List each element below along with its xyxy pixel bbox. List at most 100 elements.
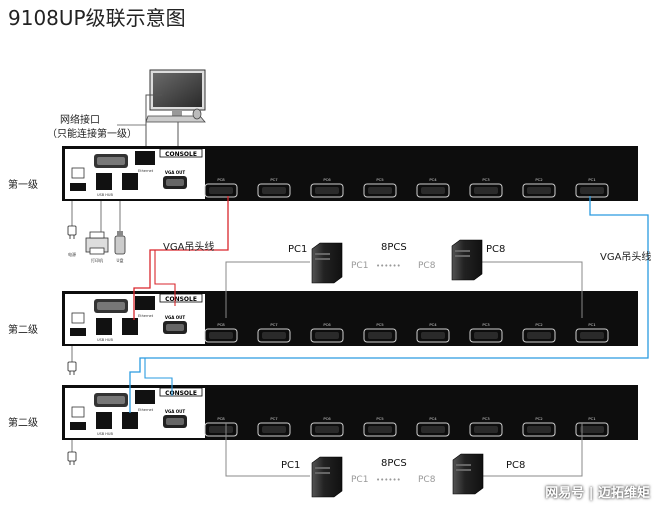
- vga-out-label: VGA OUT: [165, 409, 186, 414]
- vga-cable-label-right: VGA吊头线: [600, 252, 652, 263]
- pc-port-1-inner: [209, 426, 233, 433]
- console-label: CONSOLE: [165, 390, 197, 397]
- port-label-pc6: PC6: [323, 416, 331, 421]
- port-label-pc4: PC4: [429, 177, 437, 182]
- printer-icon: [85, 231, 109, 255]
- vga-out-port-inner: [166, 324, 184, 331]
- port-label-pc6: PC6: [323, 177, 331, 182]
- pc-port-7-inner: [527, 332, 551, 339]
- port-label-pc5: PC5: [376, 416, 384, 421]
- pc-tower-icon: [311, 456, 343, 498]
- ethernet-port: [135, 390, 155, 404]
- pc-tower-drive: [455, 255, 470, 257]
- ethernet-label: Ethernet: [138, 408, 154, 412]
- power-switch: [71, 406, 85, 418]
- port-label-pc8: PC8: [217, 416, 225, 421]
- mouse-icon: [192, 108, 202, 120]
- port-label-pc6: PC6: [323, 322, 331, 327]
- port-label-pc1: PC1: [588, 416, 596, 421]
- pc-tower-drive: [315, 472, 330, 474]
- port-label-pc5: PC5: [376, 322, 384, 327]
- pc-port-4-inner: [368, 332, 392, 339]
- pc-port-7-inner: [527, 187, 551, 194]
- pc-range-start: PC1: [351, 475, 368, 485]
- console-label: CONSOLE: [165, 151, 197, 158]
- vga-in-port-inner: [97, 157, 125, 165]
- usb-label: USB HUB: [97, 338, 113, 342]
- pc-last-label: PC8: [486, 244, 505, 255]
- pc-last-label: PC8: [506, 460, 525, 471]
- port-label-pc7: PC7: [270, 322, 278, 327]
- pc-port-2-inner: [262, 426, 286, 433]
- power-plug-icon: [67, 225, 77, 236]
- power-plug-icon: [67, 361, 77, 372]
- port-label-pc3: PC3: [482, 177, 490, 182]
- pcs-count-label: 8PCS: [381, 458, 407, 469]
- pc-port-5-inner: [421, 332, 445, 339]
- pc-tower-drive: [456, 469, 471, 471]
- port-label-pc8: PC8: [217, 177, 225, 182]
- gray-pc-cable-3: [225, 423, 583, 477]
- pc-range-dots: ••••••: [376, 262, 401, 270]
- vga-out-port-inner: [166, 179, 184, 186]
- pc-port-5-inner: [421, 426, 445, 433]
- pc-port-3-inner: [315, 187, 339, 194]
- pc-port-2-inner: [262, 332, 286, 339]
- pc-port-3-inner: [315, 426, 339, 433]
- vga-in-port-inner: [97, 396, 125, 404]
- pc-range-start: PC1: [351, 261, 368, 271]
- port-label-pc1: PC1: [588, 177, 596, 182]
- port-label-pc7: PC7: [270, 416, 278, 421]
- keyboard-icon: [145, 115, 206, 123]
- pc-first-label: PC1: [281, 460, 300, 471]
- usb-label: USB HUB: [97, 193, 113, 197]
- power-jack: [70, 328, 86, 336]
- pc-tower-icon: [451, 239, 483, 281]
- network-label-line2: （只能连接第一级）: [47, 129, 137, 140]
- pc-tower-drive: [315, 467, 330, 469]
- pc-tower-drive: [315, 253, 330, 255]
- pc-port-4-inner: [368, 187, 392, 194]
- level-label-3: 第二级: [8, 418, 38, 429]
- udisk-icon: [114, 231, 126, 255]
- printer-label: 打印机: [91, 257, 103, 263]
- console-box: [159, 387, 203, 397]
- usb-port-b: [122, 173, 138, 190]
- blue-vga-cable: [129, 196, 649, 413]
- usb-port-a: [96, 173, 112, 190]
- power-jack: [70, 422, 86, 430]
- pc-first-label: PC1: [288, 244, 307, 255]
- console-label: CONSOLE: [165, 296, 197, 303]
- console-box: [159, 148, 203, 158]
- vga-out-port-inner: [166, 418, 184, 425]
- pc-port-6-inner: [474, 332, 498, 339]
- usb-port-b: [122, 318, 138, 335]
- ethernet-label: Ethernet: [138, 169, 154, 173]
- pc-tower-drive: [456, 464, 471, 466]
- pc-port-8-inner: [580, 426, 604, 433]
- power-switch: [71, 312, 85, 324]
- port-label-pc2: PC2: [535, 416, 543, 421]
- port-label-pc1: PC1: [588, 322, 596, 327]
- network-label-line1: 网络接口: [60, 115, 100, 126]
- vga-out-label: VGA OUT: [165, 170, 186, 175]
- page-title: 9108UP级联示意图: [8, 6, 186, 30]
- pc-range-dots: ••••••: [376, 476, 401, 484]
- power-plug-icon: [67, 451, 77, 462]
- port-label-pc5: PC5: [376, 177, 384, 182]
- pc-tower-icon: [452, 453, 484, 495]
- pc-port-7-inner: [527, 426, 551, 433]
- power-jack: [70, 183, 86, 191]
- level-label-2: 第二级: [8, 325, 38, 336]
- usb-port-a: [96, 318, 112, 335]
- pc-port-3-inner: [315, 332, 339, 339]
- port-label-pc4: PC4: [429, 322, 437, 327]
- pc-tower-drive: [455, 250, 470, 252]
- port-label-pc2: PC2: [535, 322, 543, 327]
- pc-port-1-inner: [209, 332, 233, 339]
- pc-port-4-inner: [368, 426, 392, 433]
- port-label-pc7: PC7: [270, 177, 278, 182]
- vga-out-label: VGA OUT: [165, 315, 186, 320]
- power-label: 电源: [68, 251, 76, 257]
